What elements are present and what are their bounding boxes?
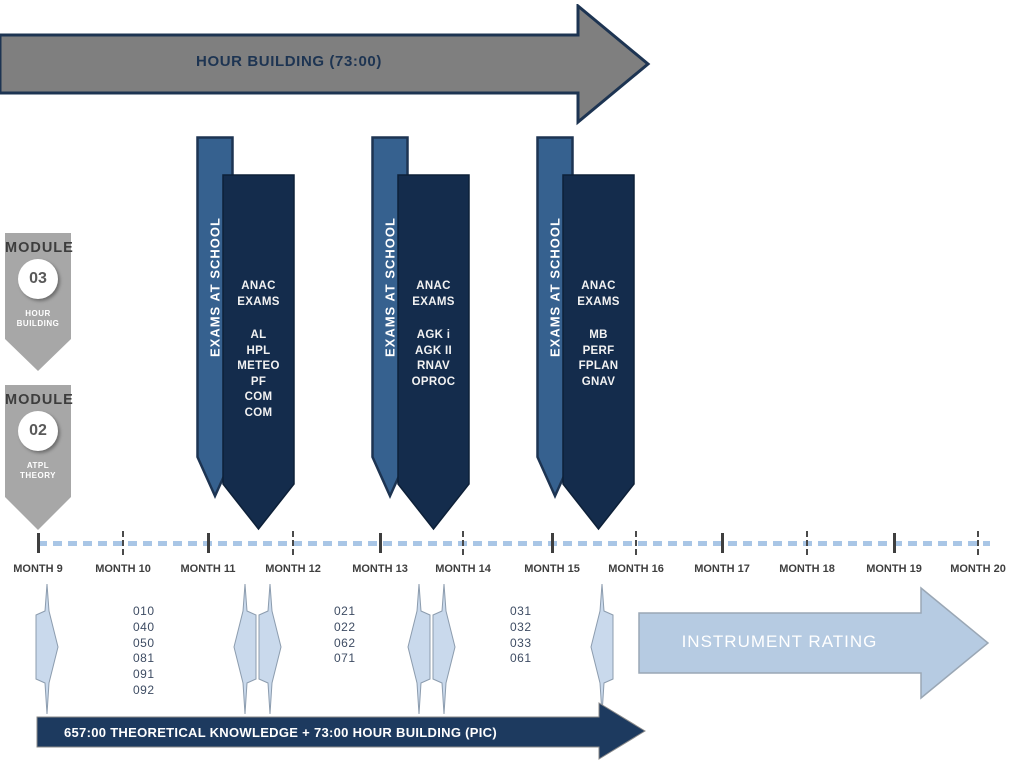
timeline-dashed-line <box>38 541 990 546</box>
timeline-tick <box>892 533 896 553</box>
panel-shape <box>562 174 635 531</box>
month-label-11: MONTH 11 <box>180 563 236 575</box>
phase-codes-1: 010 040 050 081 091 092 <box>133 604 155 697</box>
exam-banner-3-subjects: MB PERF FPLAN GNAV <box>578 329 619 388</box>
timeline-tick <box>292 531 294 555</box>
module-02-subtitle: ATPL THEORY <box>19 461 57 480</box>
month-label-17: MONTH 17 <box>694 563 750 575</box>
timeline-tick <box>977 531 979 555</box>
phase-codes-2: 021 022 062 071 <box>334 604 356 666</box>
timeline-tick <box>36 533 40 553</box>
exam-banner-2-subjects: AGK i AGK II RNAV OPROC <box>411 329 456 388</box>
hour-building-arrow-label: HOUR BUILDING (73:00) <box>196 53 382 70</box>
transition-arrow-left <box>233 583 257 715</box>
transition-arrow-right <box>35 583 59 715</box>
panel-shape <box>397 174 470 531</box>
month-label-18: MONTH 18 <box>779 563 835 575</box>
instrument-rating-label: INSTRUMENT RATING <box>681 632 878 651</box>
exam-banner-3-panel: ANAC EXAMS MB PERF FPLAN GNAV <box>562 174 635 532</box>
timeline-tick <box>720 533 724 553</box>
panel-shape <box>222 174 295 531</box>
month-label-10: MONTH 10 <box>95 563 151 575</box>
month-label-15: MONTH 15 <box>524 563 580 575</box>
month-label-9: MONTH 9 <box>13 563 63 575</box>
module-03-subtitle: HOUR BUILDING <box>16 309 60 328</box>
month-label-16: MONTH 16 <box>608 563 664 575</box>
exam-banner-1-panel: ANAC EXAMS AL HPL METEO PF COM COM <box>222 174 295 532</box>
exam-banner-1-header: ANAC EXAMS <box>237 280 280 308</box>
timeline-tick <box>806 531 808 555</box>
theoretical-knowledge-label: 657:00 THEORETICAL KNOWLEDGE + 73:00 HOU… <box>64 725 497 740</box>
transition-arrow-right <box>432 583 456 715</box>
timeline-tick <box>378 533 382 553</box>
timeline-tick <box>550 533 554 553</box>
module-03-title: MODULE <box>5 240 74 256</box>
timeline-tick <box>206 533 210 553</box>
module-02-title: MODULE <box>5 392 74 408</box>
month-label-13: MONTH 13 <box>352 563 408 575</box>
transition-arrow-left <box>407 583 431 715</box>
module-02-pennant: MODULE 02 ATPL THEORY <box>5 385 74 532</box>
module-03-pennant: MODULE 03 HOUR BUILDING <box>5 233 74 373</box>
transition-arrow-left <box>590 583 614 715</box>
hour-building-arrow-shape <box>0 4 651 126</box>
month-label-12: MONTH 12 <box>265 563 321 575</box>
month-label-20: MONTH 20 <box>950 563 1006 575</box>
exam-banner-3-header: ANAC EXAMS <box>577 280 620 308</box>
exam-banner-2-header: ANAC EXAMS <box>412 280 455 308</box>
instrument-rating-arrow-shape <box>638 586 990 700</box>
transition-arrow-right <box>258 583 282 715</box>
phase-codes-3: 031 032 033 061 <box>510 604 532 666</box>
module-03-number: 03 <box>18 259 58 299</box>
timeline-tick <box>462 531 464 555</box>
exam-banner-1-subjects: AL HPL METEO PF COM COM <box>237 329 280 419</box>
timeline-tick <box>122 531 124 555</box>
module-02-number: 02 <box>18 411 58 451</box>
exam-banner-2-panel: ANAC EXAMS AGK i AGK II RNAV OPROC <box>397 174 470 532</box>
month-label-14: MONTH 14 <box>435 563 491 575</box>
timeline-tick <box>635 531 637 555</box>
month-label-19: MONTH 19 <box>866 563 922 575</box>
theoretical-knowledge-arrow-shape <box>36 702 646 760</box>
